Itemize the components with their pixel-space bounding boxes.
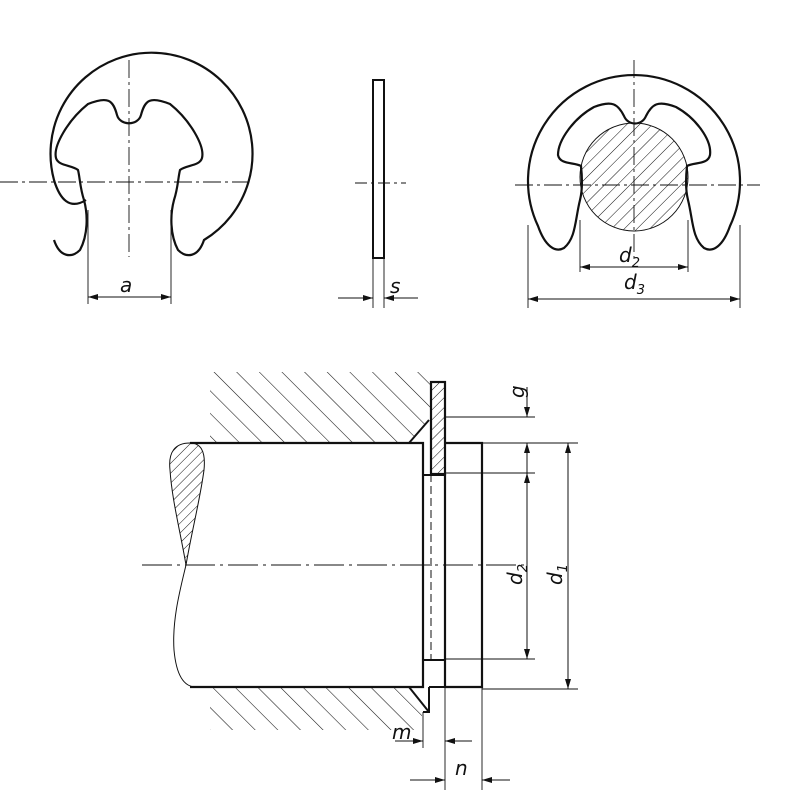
dimension-d2-label: d2 [619, 243, 640, 271]
dimension-n-label: n [455, 756, 468, 780]
dimension-g-label: g [505, 385, 529, 398]
side-view-e-clip: s [338, 79, 418, 308]
dimension-d3-label: d3 [624, 270, 645, 298]
dimension-a-label: a [120, 273, 132, 297]
dimension-d1-label: d1 [543, 564, 571, 585]
front-view-e-clip: a [0, 51, 254, 304]
assembled-view-e-clip: d2 d3 [515, 60, 760, 308]
installation-section: g d2 d1 m n [142, 372, 578, 790]
dimension-d2-section-label: d2 [503, 564, 531, 585]
dimension-s-label: s [390, 274, 400, 298]
dimension-m-label: m [392, 720, 411, 744]
